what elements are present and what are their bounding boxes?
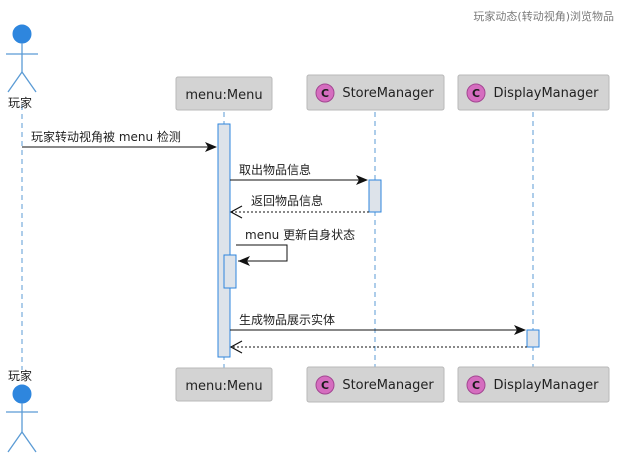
message-label: 返回物品信息 [251,193,323,208]
svg-text:C: C [472,379,480,392]
participant-displaymanager-label: DisplayManager [494,86,600,101]
actor-bottom: 玩家 [6,368,38,453]
activation-displaymanager [526,329,540,348]
class-circle-icon [315,375,335,395]
message-3: 返回物品信息 [229,193,369,219]
actor-top-label: 玩家 [8,95,32,110]
class-circle-icon [466,375,486,395]
message-6 [229,340,527,354]
actor-head-icon [12,24,32,44]
message-label: 取出物品信息 [239,162,311,177]
message-2: 取出物品信息 [230,162,368,185]
message-5: 生成物品展示实体 [230,312,526,335]
open-arrowhead-icon [229,340,243,354]
actor-top: 玩家 [6,24,38,110]
participant-storemanager-top: C StoreManager [306,74,445,111]
participant-storemanager-bottom: C StoreManager [306,366,445,403]
message-arrow [236,244,288,262]
arrowhead-icon [238,256,250,266]
message-label: menu 更新自身状态 [245,227,355,242]
svg-text:C: C [472,87,480,100]
message-4: menu 更新自身状态 [236,227,355,266]
message-label: 玩家转动视角被 menu 检测 [31,129,181,144]
participant-menu-bottom: menu:Menu [175,367,273,402]
participant-displaymanager-label: DisplayManager [494,378,600,393]
svg-text:C: C [321,87,329,100]
participant-displaymanager-top: C DisplayManager [457,74,610,111]
activation-menu-self [223,254,237,289]
actor-bottom-label: 玩家 [8,368,32,383]
diagram-title: 玩家动态(转动视角)浏览物品 [473,9,614,23]
participant-menu-label: menu:Menu [185,88,262,103]
participant-menu-label: menu:Menu [185,379,262,394]
svg-text:C: C [321,379,329,392]
open-arrowhead-icon [229,205,243,219]
class-circle-icon [315,83,335,103]
participant-storemanager-label: StoreManager [342,378,434,393]
activation-storemanager [368,179,382,213]
message-label: 生成物品展示实体 [239,312,335,327]
message-1: 玩家转动视角被 menu 检测 [22,129,217,152]
participant-displaymanager-bottom: C DisplayManager [457,366,610,403]
activation-menu [217,123,231,358]
class-circle-icon [466,83,486,103]
actor-head-icon [12,384,32,404]
participant-storemanager-label: StoreManager [342,86,434,101]
participant-menu-top: menu:Menu [175,76,273,111]
